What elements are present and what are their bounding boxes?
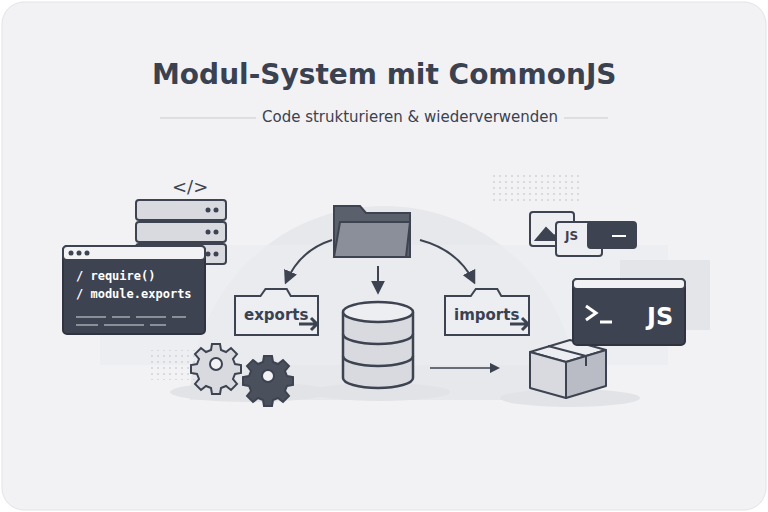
title: Modul-System mit CommonJS — [152, 58, 616, 91]
text-group: JS — [647, 303, 673, 331]
text-group: imports — [454, 306, 519, 324]
text-group: exports — [244, 306, 308, 324]
exports-folder: exports — [234, 288, 319, 336]
node-text: imports — [454, 306, 519, 324]
code-symbol: </> — [172, 176, 208, 197]
imports-folder: imports — [444, 288, 530, 336]
card-label: JS — [564, 229, 579, 243]
node-text: exports — [244, 306, 308, 324]
text-group: / require()/ module.exports — [76, 267, 192, 303]
node-text: JS — [647, 303, 673, 331]
terminal-window: JS — [572, 278, 686, 346]
node-text: / require() — [76, 267, 192, 285]
caption: Code strukturieren & wiederverwenden — [256, 108, 564, 126]
code-window: / require()/ module.exports — [62, 245, 206, 335]
node-text: / module.exports — [76, 285, 192, 303]
